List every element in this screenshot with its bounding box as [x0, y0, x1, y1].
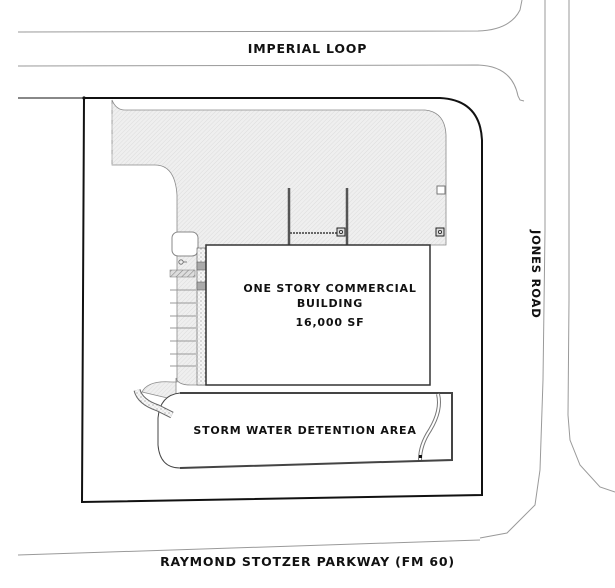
loading-dock: [287, 188, 349, 248]
paved-parking-area: [111, 99, 447, 401]
storm-water-detention-pond: [157, 392, 453, 469]
building-label-line1: ONE STORY COMMERCIAL: [243, 282, 417, 295]
street-label-raymond-stotzer-parkway: RAYMOND STOTZER PARKWAY (FM 60): [160, 554, 455, 569]
street-label-jones-road: JONES ROAD: [529, 230, 543, 319]
building-area: 16,000 SF: [295, 316, 365, 329]
utility-box-2: [435, 227, 445, 237]
property-boundary: [80, 97, 483, 504]
accessible-aisle-striping: [169, 269, 196, 278]
imperial-loop-road: [17, 0, 525, 102]
building-label: ONE STORY COMMERCIAL BUILDING: [205, 281, 455, 311]
accessible-parking-icon: [178, 259, 187, 265]
building-label-line2: BUILDING: [296, 297, 364, 310]
building-footprint: [205, 244, 431, 386]
parking-stalls: [170, 289, 196, 367]
drainage-channel: [418, 393, 441, 461]
jones-road: [479, 0, 615, 539]
detention-area-label: STORM WATER DETENTION AREA: [193, 424, 417, 437]
utility-box: [436, 185, 446, 195]
street-label-imperial-loop: IMPERIAL LOOP: [247, 41, 368, 56]
dumpster-enclosure: [171, 231, 199, 257]
raymond-stotzer-parkway-road: [17, 539, 481, 556]
